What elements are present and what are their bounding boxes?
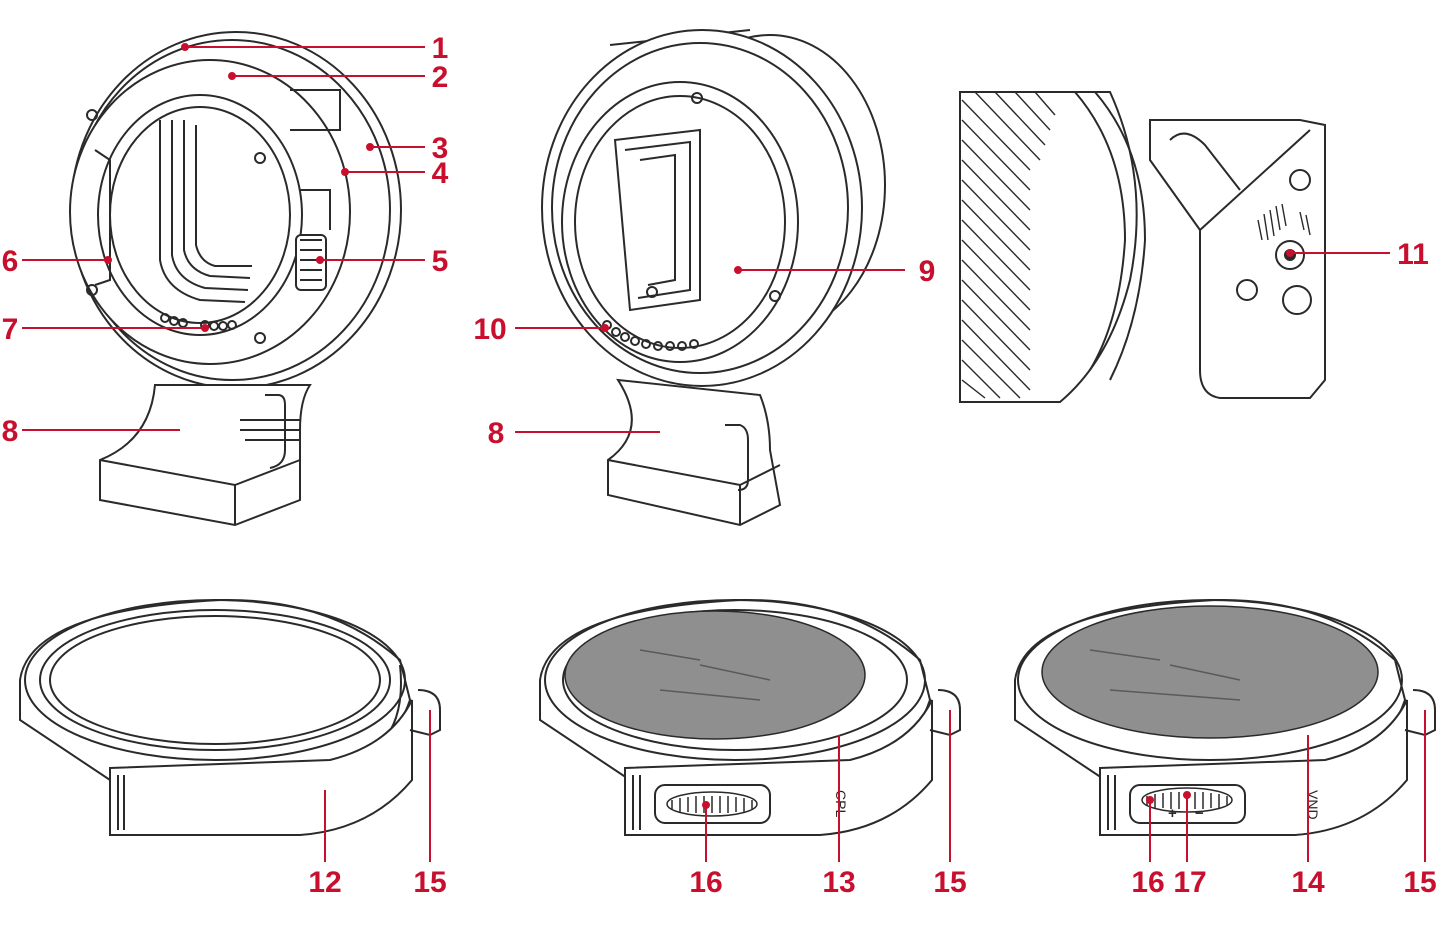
callout-1: 1 [432, 32, 449, 65]
callout-leaders [22, 43, 1426, 862]
callout-15-left: 15 [413, 866, 446, 899]
grip-texture [961, 91, 1056, 399]
callout-numbers: 1 2 3 4 5 6 7 8 8 9 10 11 12 15 16 13 15… [2, 32, 1437, 899]
callout-9: 9 [919, 255, 936, 288]
callout-14: 14 [1291, 866, 1325, 899]
callout-16-right: 16 [1131, 866, 1164, 899]
callout-10: 10 [473, 313, 506, 346]
adapter-front-view [69, 31, 402, 527]
callout-13: 13 [822, 866, 855, 899]
clear-filter-drawer [19, 598, 441, 836]
callout-4: 4 [432, 157, 449, 190]
cpl-engraving: CPL [833, 790, 849, 817]
cpl-filter-drawer [539, 598, 961, 836]
contact-pins [160, 313, 237, 331]
callout-3: 3 [432, 132, 449, 165]
callout-7: 7 [2, 313, 19, 346]
callout-2: 2 [432, 61, 449, 94]
vnd-filter-drawer [1014, 598, 1436, 836]
callout-5: 5 [432, 245, 449, 278]
callout-16-middle: 16 [689, 866, 722, 899]
callout-11: 11 [1397, 238, 1429, 271]
callout-8-left: 8 [2, 415, 19, 448]
callout-8-middle: 8 [488, 417, 505, 450]
tripod-foot-closeup [959, 91, 1326, 403]
callout-17: 17 [1173, 866, 1206, 899]
callout-6: 6 [2, 245, 19, 278]
dial-plus-mark: + [1168, 805, 1177, 822]
contact-pins [602, 320, 699, 351]
callout-15-middle: 15 [933, 866, 966, 899]
callout-12: 12 [308, 866, 341, 899]
adapter-rear-view [541, 29, 886, 527]
callout-15-right: 15 [1403, 866, 1436, 899]
dial-minus-mark: − [1195, 805, 1204, 822]
rotation-dial [666, 791, 758, 817]
